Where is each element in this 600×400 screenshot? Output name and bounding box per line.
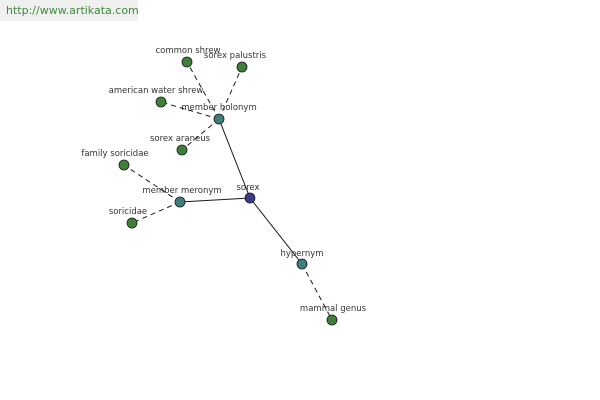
node-label-sorex-palustris: sorex palustris — [204, 51, 267, 61]
node-label-american-water-shrew: american water shrew — [109, 86, 204, 96]
node-american-water-shrew[interactable]: american water shrew — [109, 86, 204, 108]
node-label-sorex-araneus: sorex araneus — [150, 134, 211, 144]
node-common-shrew[interactable]: common shrew — [155, 46, 221, 68]
node-sorex-palustris[interactable]: sorex palustris — [204, 51, 267, 73]
node-marker-member-meronym[interactable] — [174, 196, 186, 208]
node-marker-sorex-araneus[interactable] — [176, 144, 188, 156]
edge-sorex-to-hypernym — [249, 197, 303, 265]
source-link[interactable]: http://www.artikata.com — [0, 0, 139, 21]
edge-member-meronym-to-family-soricidae — [123, 164, 181, 203]
node-marker-soricidae[interactable] — [126, 217, 138, 229]
node-marker-family-soricidae[interactable] — [118, 159, 130, 171]
node-label-hypernym: hypernym — [280, 249, 323, 259]
node-member-holonym[interactable]: member holonym — [181, 103, 257, 125]
node-marker-common-shrew[interactable] — [181, 56, 193, 68]
node-marker-american-water-shrew[interactable] — [155, 96, 167, 108]
node-hypernym[interactable]: hypernym — [280, 249, 324, 270]
node-sorex[interactable]: sorex — [236, 183, 260, 204]
node-label-sorex: sorex — [236, 183, 259, 193]
node-label-soricidae: soricidae — [109, 207, 147, 217]
edge-hypernym-to-mammal-genus — [301, 263, 333, 321]
node-member-meronym[interactable]: member meronym — [142, 186, 222, 208]
node-label-member-meronym: member meronym — [142, 186, 221, 196]
edge-member-holonym-to-common-shrew — [186, 61, 220, 120]
node-soricidae[interactable]: soricidae — [109, 207, 147, 229]
node-marker-mammal-genus[interactable] — [326, 314, 338, 326]
node-label-common-shrew: common shrew — [155, 46, 220, 56]
edge-member-holonym-to-american-water-shrew — [160, 101, 220, 120]
node-marker-hypernym[interactable] — [296, 258, 308, 270]
node-marker-member-holonym[interactable] — [213, 113, 225, 125]
node-label-mammal-genus: mammal genus — [300, 304, 367, 314]
node-sorex-araneus[interactable]: sorex araneus — [150, 134, 211, 156]
edge-member-holonym-to-sorex-palustris — [218, 66, 243, 120]
node-label-member-holonym: member holonym — [181, 103, 256, 113]
graph-nodes: sorex member holonym member meronym hyperny… — [81, 46, 367, 326]
node-marker-sorex[interactable] — [244, 192, 256, 204]
edge-member-holonym-to-sorex-araneus — [181, 118, 220, 151]
graph-edges — [123, 61, 333, 321]
node-family-soricidae[interactable]: family soricidae — [81, 149, 149, 171]
node-marker-sorex-palustris[interactable] — [236, 61, 248, 73]
node-label-family-soricidae: family soricidae — [81, 149, 148, 159]
edge-sorex-to-member-holonym — [218, 118, 251, 199]
node-mammal-genus[interactable]: mammal genus — [300, 304, 367, 326]
edge-sorex-to-member-meronym — [179, 197, 251, 203]
